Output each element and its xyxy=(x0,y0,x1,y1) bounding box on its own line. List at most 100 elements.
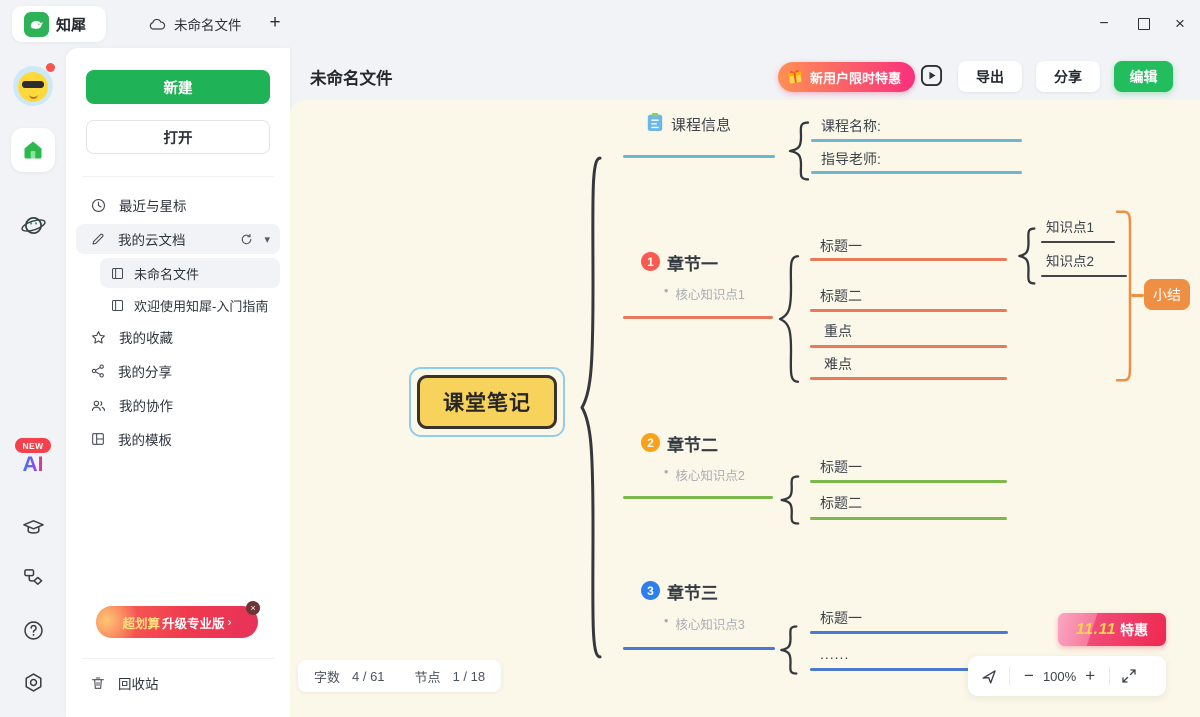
leaf-ch2-title2[interactable]: 标题二 xyxy=(820,495,862,511)
sidebar-doc-untitled[interactable]: 未命名文件 xyxy=(100,258,280,288)
bullet-icon: • xyxy=(664,614,669,628)
minimize-button[interactable]: − xyxy=(1090,12,1118,36)
leaf-course-name[interactable]: 课程名称: xyxy=(821,118,881,134)
learn-button[interactable] xyxy=(0,516,66,539)
leaf-ch3-more[interactable]: ...... xyxy=(820,646,850,662)
sidebar-item-collaboration[interactable]: 我的协作 xyxy=(76,390,280,420)
app-logo[interactable]: 知犀 xyxy=(12,6,106,42)
people-icon xyxy=(91,400,106,411)
brace xyxy=(786,122,810,180)
user-avatar[interactable] xyxy=(0,63,66,106)
page-title: 未命名文件 xyxy=(310,70,393,88)
branch-course-label[interactable]: 课程信息 xyxy=(671,117,732,134)
sale-1111-badge[interactable]: 11.11 特惠 xyxy=(1058,613,1166,646)
chapter2-note[interactable]: • 核心知识点2 xyxy=(664,465,745,483)
play-icon xyxy=(920,64,943,87)
words-value: 4 / 61 xyxy=(352,668,385,684)
document-tab[interactable]: 未命名文件 xyxy=(138,10,252,38)
close-button[interactable]: × xyxy=(1166,12,1194,36)
new-user-offer-badge[interactable]: 新用户限时特惠 xyxy=(778,62,916,92)
graduation-cap-icon xyxy=(22,520,44,534)
community-button[interactable] xyxy=(0,212,66,239)
leaf-line xyxy=(811,139,1022,142)
doc-label: 欢迎使用知犀-入门指南 xyxy=(134,298,269,314)
brace xyxy=(778,476,800,524)
template-icon xyxy=(92,433,104,445)
document-icon xyxy=(112,267,123,279)
avatar xyxy=(13,63,55,106)
leaf-teacher[interactable]: 指导老师: xyxy=(821,151,881,167)
branch-chapter3-label[interactable]: 章节三 xyxy=(667,584,718,603)
maximize-button[interactable] xyxy=(1130,12,1158,36)
edit-button[interactable]: 编辑 xyxy=(1114,61,1173,92)
settings-button[interactable] xyxy=(0,671,66,694)
zoom-level[interactable]: 100% xyxy=(1042,668,1077,684)
fullscreen-button[interactable] xyxy=(1118,665,1140,687)
branch-chapter2-label[interactable]: 章节二 xyxy=(667,436,718,455)
star-icon xyxy=(92,330,105,344)
planet-icon xyxy=(20,217,46,234)
zoom-out-button[interactable]: − xyxy=(1018,664,1040,688)
gear-icon xyxy=(24,673,42,692)
leaf-ch2-title1[interactable]: 标题一 xyxy=(820,459,862,475)
new-document-button[interactable]: 新建 xyxy=(86,70,270,104)
leaf-line xyxy=(810,631,1008,634)
share-button[interactable]: 分享 xyxy=(1036,61,1100,92)
help-button[interactable] xyxy=(0,619,66,642)
item-label: 我的协作 xyxy=(119,399,173,414)
ai-button[interactable]: AI xyxy=(0,454,66,475)
chapter1-badge: 1 xyxy=(641,252,660,271)
share-icon xyxy=(91,364,104,378)
pointer-icon xyxy=(982,669,996,684)
bullet-icon: • xyxy=(664,465,669,479)
promo-close-button[interactable]: × xyxy=(246,601,260,615)
laser-pointer-button[interactable] xyxy=(978,665,1001,688)
sidebar-item-favorites[interactable]: 我的收藏 xyxy=(76,322,280,352)
sidebar-item-trash[interactable]: 回收站 xyxy=(76,668,280,698)
item-label: 回收站 xyxy=(118,677,159,692)
maximize-icon xyxy=(1138,18,1150,30)
sidebar-item-shares[interactable]: 我的分享 xyxy=(76,356,280,386)
leaf-knowledge2[interactable]: 知识点2 xyxy=(1046,254,1095,269)
chapter1-note[interactable]: • 核心知识点1 xyxy=(664,284,745,302)
root-node[interactable]: 课堂笔记 xyxy=(417,375,557,429)
home-button[interactable] xyxy=(0,128,66,172)
sidebar-item-recent[interactable]: 最近与星标 xyxy=(76,190,280,220)
zoom-in-button[interactable]: + xyxy=(1079,664,1101,688)
branch-chapter1-label[interactable]: 章节一 xyxy=(667,255,718,274)
open-document-button[interactable]: 打开 xyxy=(86,120,270,154)
chapter3-note[interactable]: • 核心知识点3 xyxy=(664,614,745,632)
rhino-logo-icon xyxy=(24,11,49,37)
close-icon: × xyxy=(1175,14,1185,33)
leaf-keypoint[interactable]: 重点 xyxy=(824,323,852,339)
sidebar-doc-guide[interactable]: 欢迎使用知犀-入门指南 xyxy=(100,290,280,320)
summary-node[interactable]: 小结 xyxy=(1144,279,1190,310)
leaf-title2[interactable]: 标题二 xyxy=(820,288,862,304)
root-node-selection[interactable]: 课堂笔记 xyxy=(409,367,565,437)
leaf-title1[interactable]: 标题一 xyxy=(820,238,862,254)
tab-label: 未命名文件 xyxy=(174,18,242,33)
new-tab-button[interactable]: + xyxy=(262,10,288,36)
divider xyxy=(82,658,274,659)
play-button[interactable] xyxy=(919,63,944,88)
app-name: 知犀 xyxy=(56,16,87,34)
plus-icon: + xyxy=(269,12,281,33)
leaf-knowledge1[interactable]: 知识点1 xyxy=(1046,220,1095,235)
brace xyxy=(778,626,798,674)
titlebar: 知犀 未命名文件 + − × xyxy=(0,0,1200,48)
mindmap-canvas[interactable]: 课堂笔记 课程信息 课程名称: 指导老师: 1 章节一 • 核心知识点1 xyxy=(290,100,1200,717)
item-label: 最近与星标 xyxy=(119,199,187,214)
item-label: 我的分享 xyxy=(118,365,172,380)
leaf-line xyxy=(810,345,1007,348)
leaf-ch3-title1[interactable]: 标题一 xyxy=(820,610,862,626)
gift-icon xyxy=(787,70,802,84)
diagram-button[interactable] xyxy=(0,566,66,589)
collapse-caret-icon[interactable]: ▾ xyxy=(264,233,270,246)
sidebar-item-templates[interactable]: 我的模板 xyxy=(76,424,280,454)
sidebar-item-cloud-docs[interactable]: 我的云文档 ▾ xyxy=(76,224,280,254)
refresh-icon[interactable] xyxy=(239,232,254,247)
leaf-difficulty[interactable]: 难点 xyxy=(824,356,852,372)
upgrade-promo-banner[interactable]: 超划算升级专业版› × xyxy=(96,601,260,638)
export-button[interactable]: 导出 xyxy=(958,61,1022,92)
